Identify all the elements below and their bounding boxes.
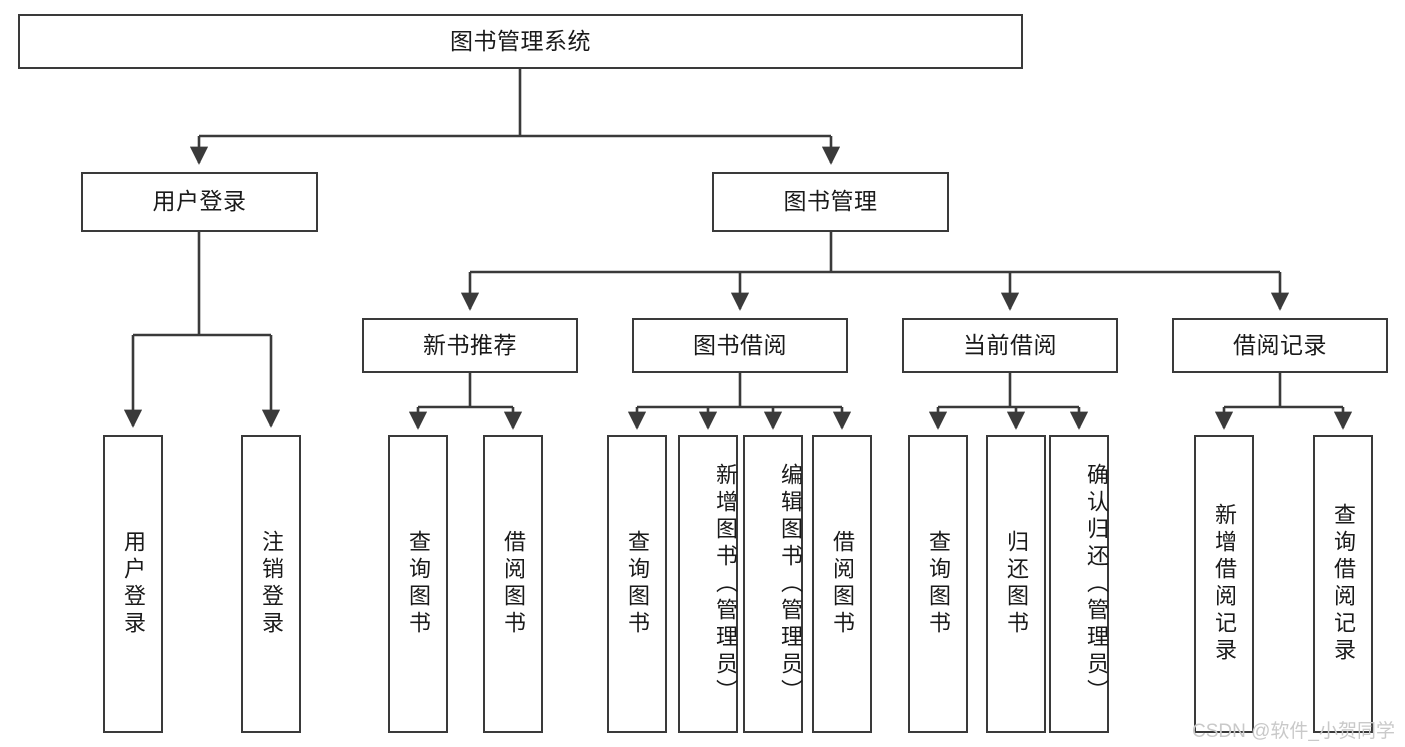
node-leaf-confirm-return-label: 确认归还（管理员） [1084,462,1109,706]
node-leaf-user-login-label: 用户登录 [121,530,146,638]
node-leaf-edit-book[interactable]: 编辑图书（管理员） [743,435,803,733]
node-current-borrow[interactable]: 当前借阅 [902,318,1118,373]
node-leaf-query-book-3[interactable]: 查询图书 [908,435,968,733]
node-leaf-user-login[interactable]: 用户登录 [103,435,163,733]
node-current-borrow-label: 当前借阅 [963,331,1057,358]
node-book-borrow[interactable]: 图书借阅 [632,318,848,373]
node-leaf-query-book-2[interactable]: 查询图书 [607,435,667,733]
node-leaf-borrow-book-2-label: 借阅图书 [830,530,855,638]
node-leaf-return-book[interactable]: 归还图书 [986,435,1046,733]
csdn-watermark: CSDN @软件_小贺同学 [1192,721,1395,742]
node-user-login-label: 用户登录 [152,188,247,215]
node-leaf-query-book-1[interactable]: 查询图书 [388,435,448,733]
node-borrow-record-label: 借阅记录 [1233,331,1327,358]
node-leaf-edit-book-label: 编辑图书（管理员） [778,462,803,706]
node-root[interactable]: 图书管理系统 [18,14,1023,69]
node-leaf-query-book-2-label: 查询图书 [625,530,650,638]
node-leaf-borrow-book-2[interactable]: 借阅图书 [812,435,872,733]
node-leaf-logout[interactable]: 注销登录 [241,435,301,733]
node-leaf-logout-label: 注销登录 [259,530,284,638]
node-user-login[interactable]: 用户登录 [81,172,318,232]
node-book-manage[interactable]: 图书管理 [712,172,949,232]
node-book-borrow-label: 图书借阅 [693,331,787,358]
node-leaf-return-book-label: 归还图书 [1004,530,1029,638]
node-leaf-add-borrow-record[interactable]: 新增借阅记录 [1194,435,1254,733]
node-leaf-add-book[interactable]: 新增图书（管理员） [678,435,738,733]
node-leaf-query-borrow-record[interactable]: 查询借阅记录 [1313,435,1373,733]
node-leaf-query-book-1-label: 查询图书 [406,530,431,638]
node-leaf-borrow-book-1[interactable]: 借阅图书 [483,435,543,733]
node-book-manage-label: 图书管理 [783,188,878,215]
node-new-book-recommend-label: 新书推荐 [423,331,517,358]
node-root-label: 图书管理系统 [450,27,591,54]
node-borrow-record[interactable]: 借阅记录 [1172,318,1388,373]
node-leaf-confirm-return[interactable]: 确认归还（管理员） [1049,435,1109,733]
node-leaf-add-book-label: 新增图书（管理员） [713,462,738,706]
node-leaf-query-book-3-label: 查询图书 [926,530,951,638]
node-leaf-add-borrow-record-label: 新增借阅记录 [1212,503,1237,665]
node-leaf-borrow-book-1-label: 借阅图书 [501,530,526,638]
node-leaf-query-borrow-record-label: 查询借阅记录 [1331,503,1356,665]
node-new-book-recommend[interactable]: 新书推荐 [362,318,578,373]
